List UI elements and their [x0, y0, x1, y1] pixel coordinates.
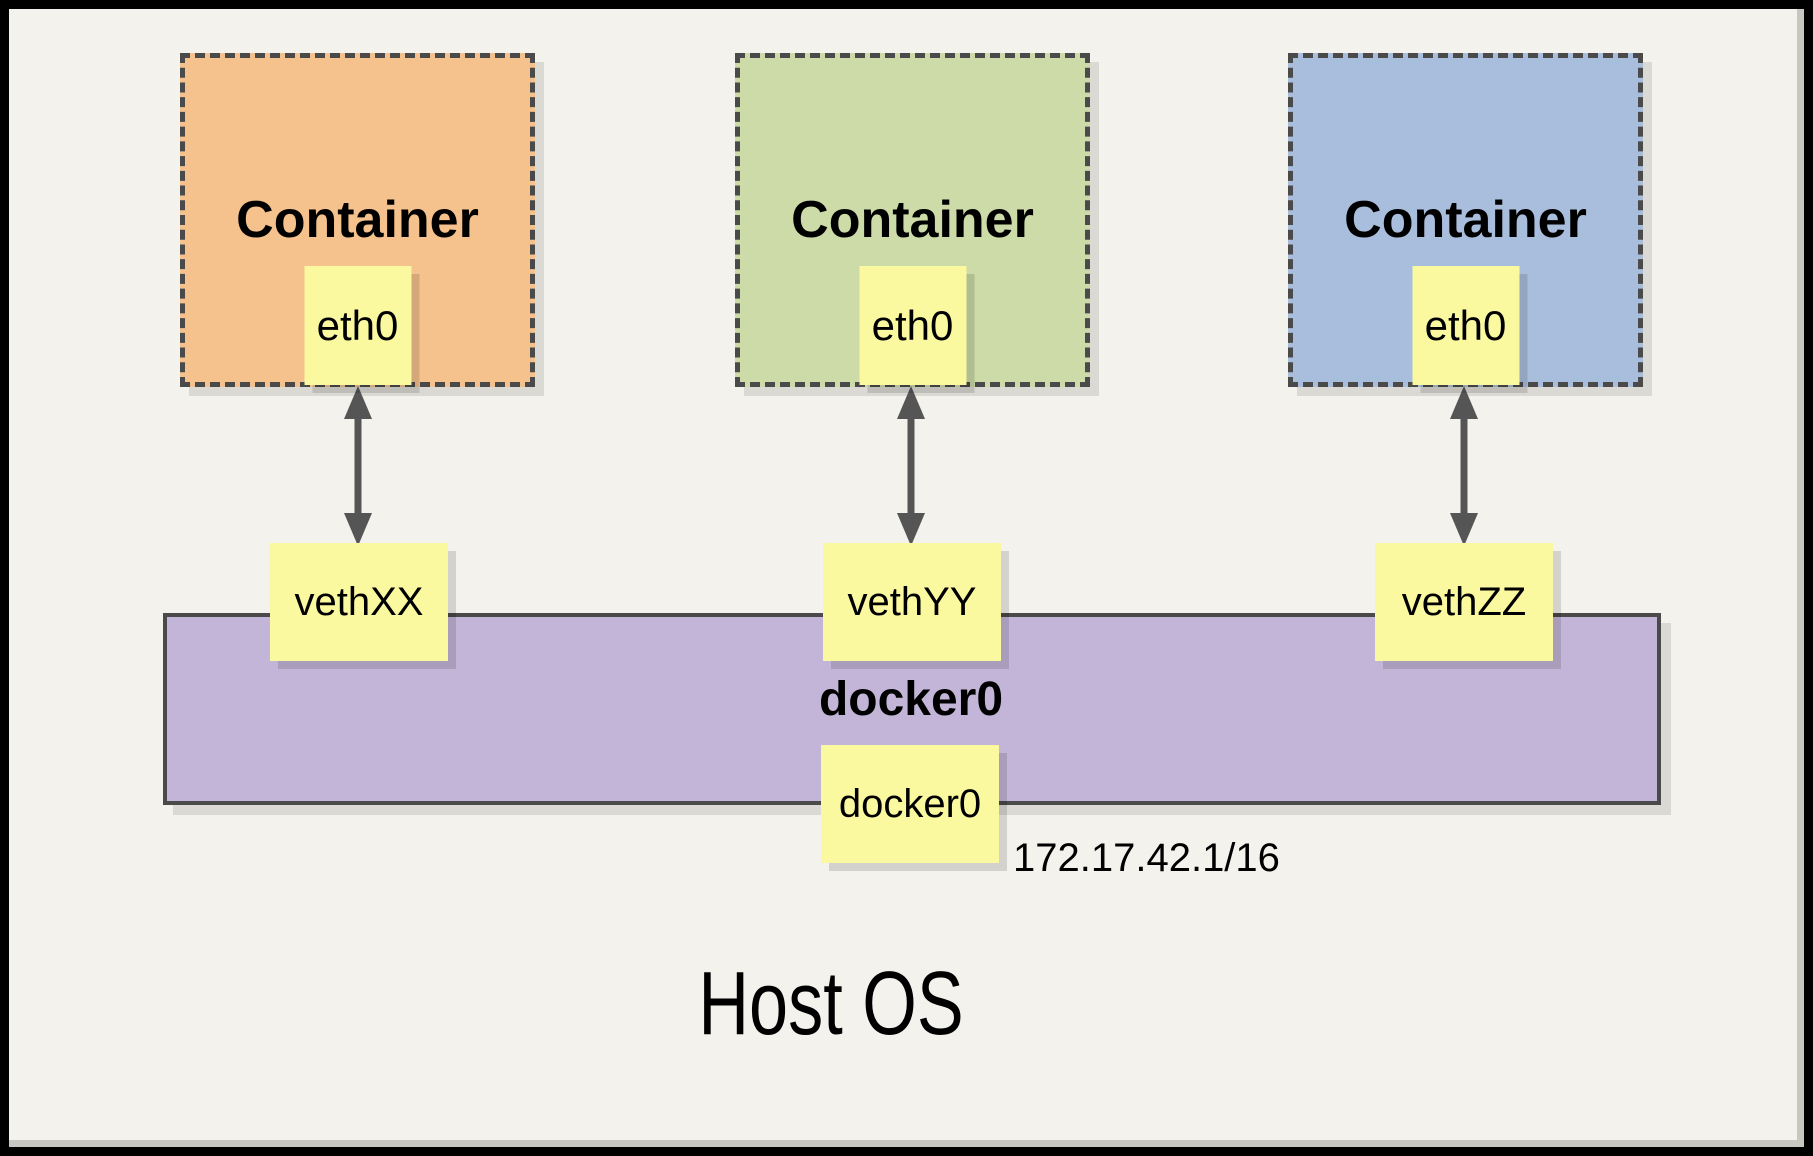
eth0-label: eth0	[316, 301, 399, 349]
eth0-label: eth0	[1424, 301, 1507, 349]
docker0-interface-box: docker0	[821, 745, 999, 863]
eth0-box: eth0	[859, 266, 966, 385]
veth-box-vethyy: vethYY	[823, 543, 1001, 661]
container-label: Container	[236, 191, 479, 249]
veth-label: vethZZ	[1401, 580, 1527, 624]
veth-label: vethXX	[294, 580, 424, 624]
host-os-label: Host OS	[698, 954, 964, 1054]
eth0-box: eth0	[1412, 266, 1519, 385]
bridge-ip-label: 172.17.42.1/16	[1013, 836, 1280, 880]
container-box-2: Container eth0	[735, 53, 1090, 387]
container-box-3: Container eth0	[1288, 53, 1643, 387]
veth-label: vethYY	[847, 580, 977, 624]
bidirectional-arrow-icon	[897, 386, 925, 546]
docker0-interface-label: docker0	[838, 782, 982, 826]
eth0-box: eth0	[304, 266, 411, 385]
bidirectional-arrow-icon	[344, 386, 372, 546]
veth-box-vethzz: vethZZ	[1375, 543, 1553, 661]
bidirectional-arrow-icon	[1450, 386, 1478, 546]
docker0-bridge-label: docker0	[818, 673, 1004, 726]
veth-box-vethxx: vethXX	[270, 543, 448, 661]
container-box-1: Container eth0	[180, 53, 535, 387]
container-label: Container	[1344, 191, 1587, 249]
container-label: Container	[791, 191, 1034, 249]
eth0-label: eth0	[871, 301, 954, 349]
